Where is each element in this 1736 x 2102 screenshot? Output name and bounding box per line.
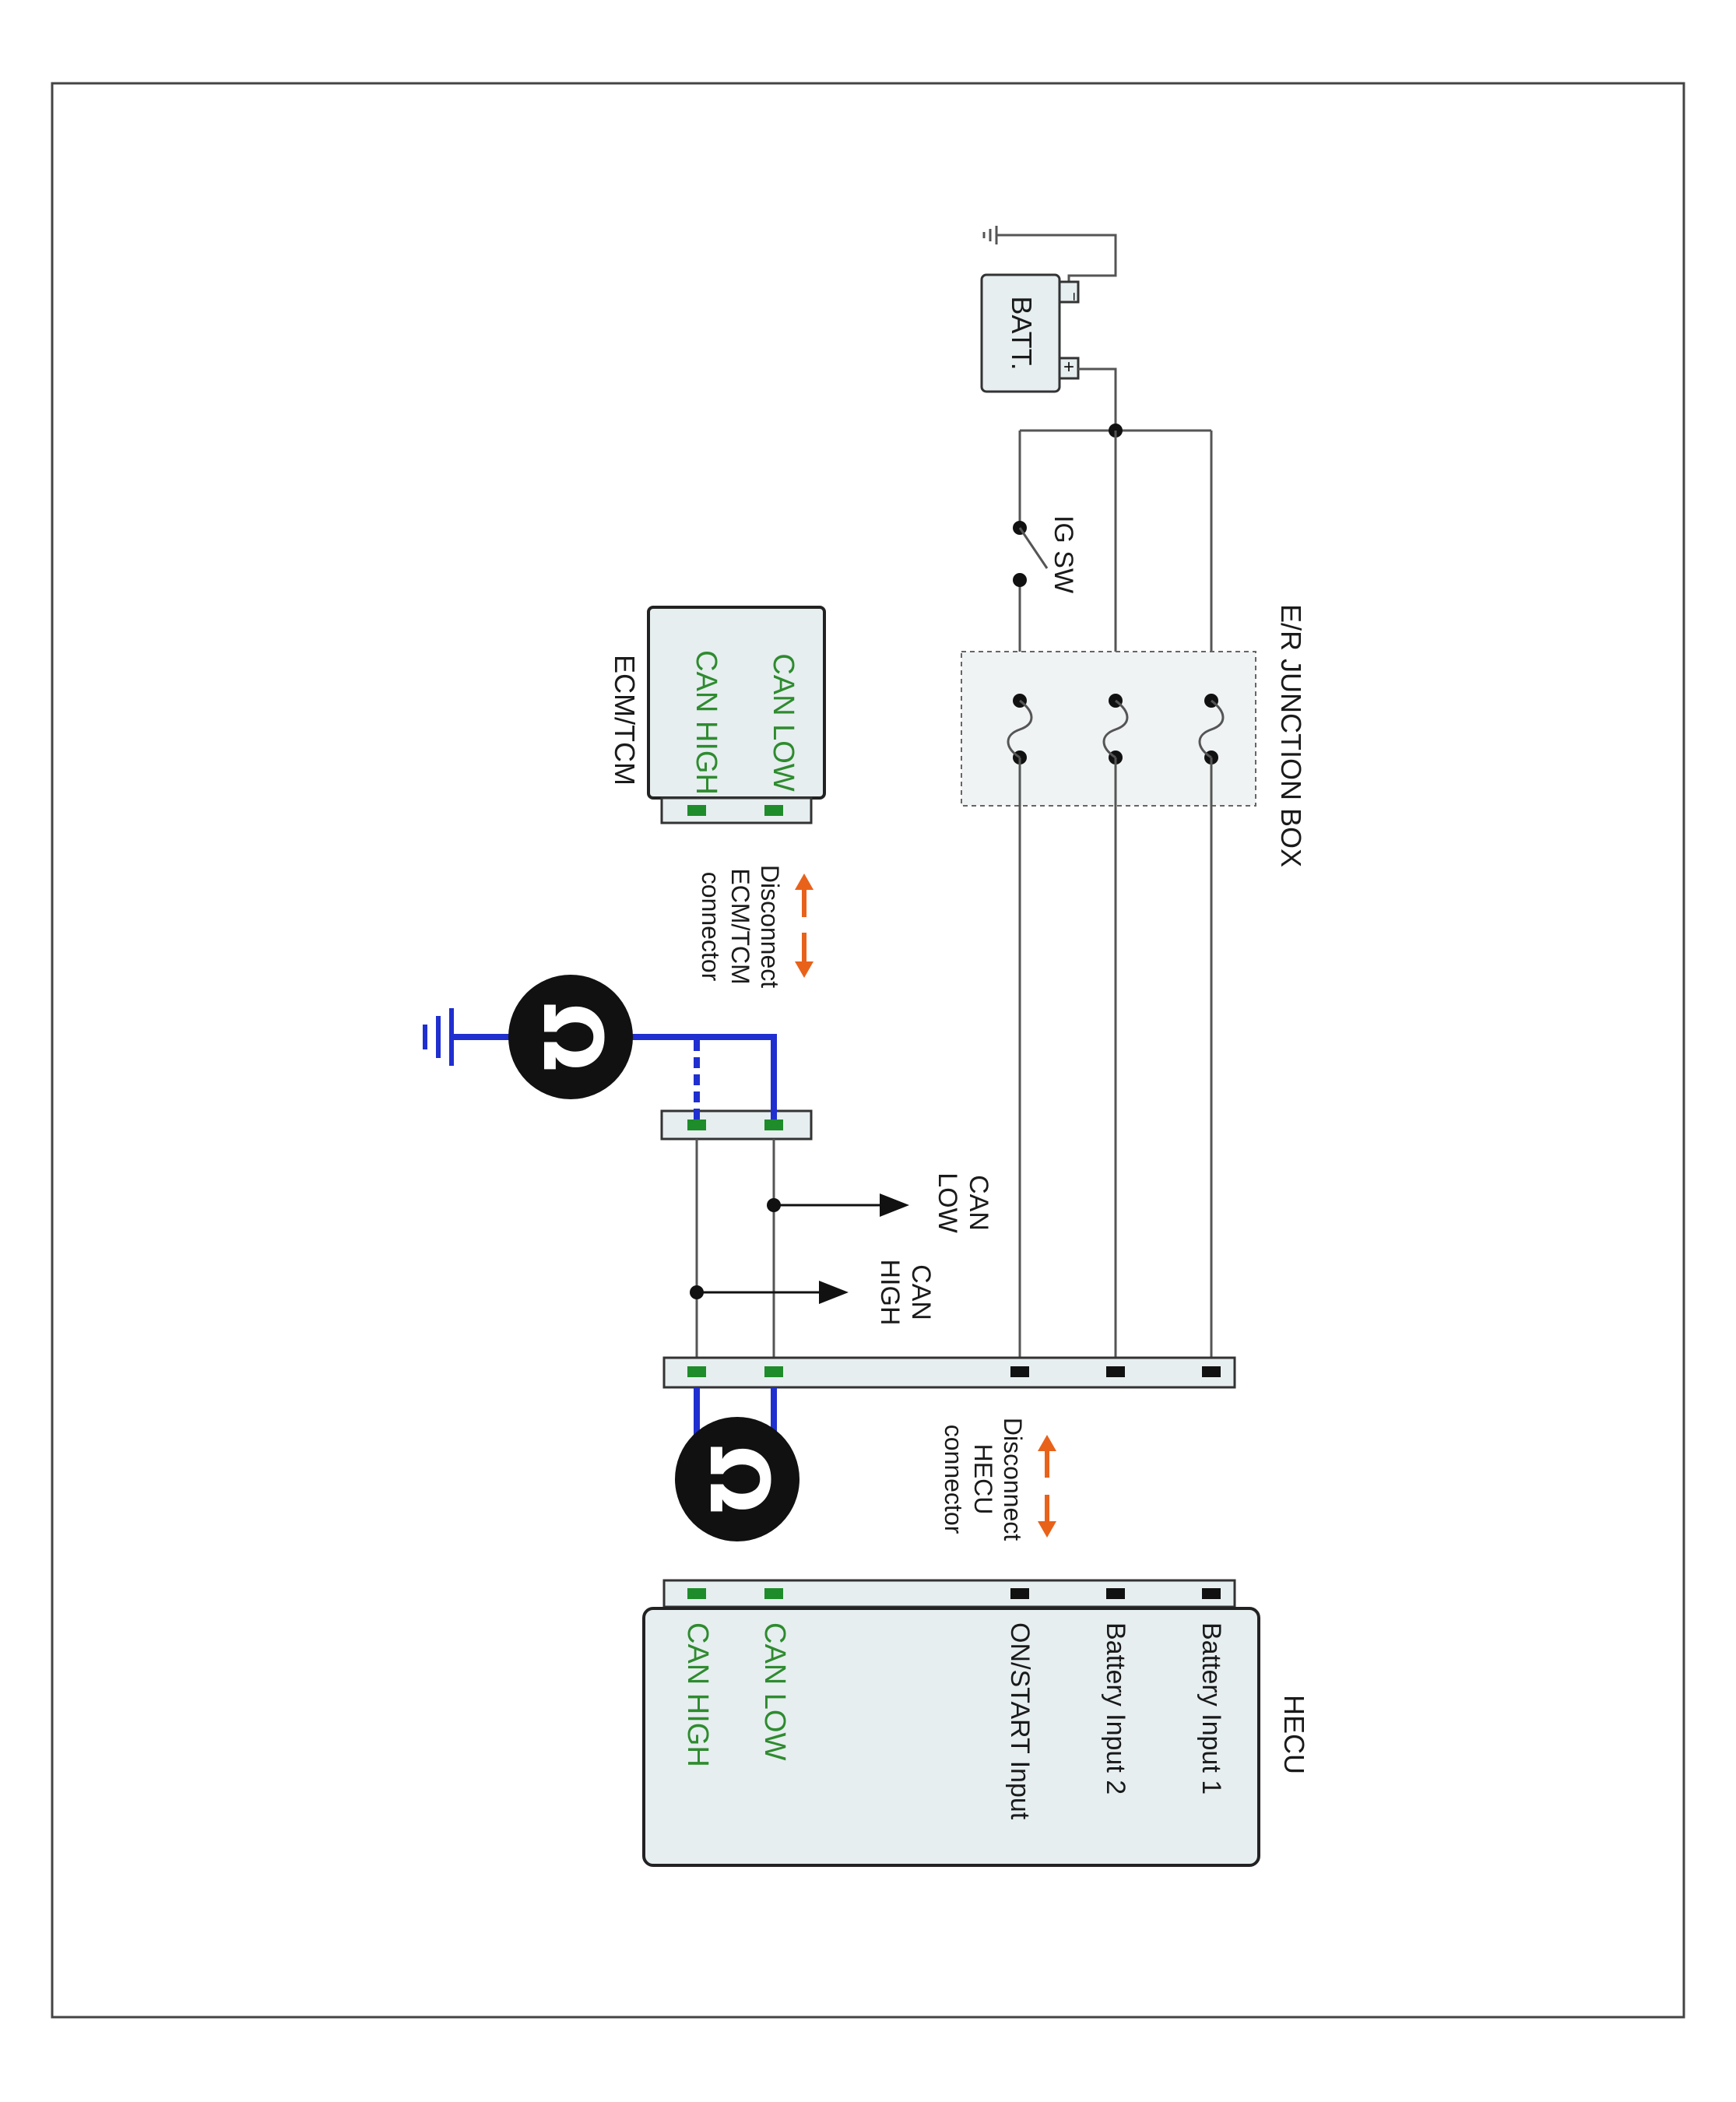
can-low-probe: CAN LOW: [767, 1172, 993, 1233]
svg-text:−: −: [1065, 292, 1082, 301]
svg-text:ECM/TCM: ECM/TCM: [726, 868, 754, 984]
svg-text:LOW: LOW: [933, 1172, 962, 1232]
feed-wires: [1018, 757, 1213, 1370]
ground-icon: [423, 1008, 454, 1066]
ignition-switch: IG SW: [1013, 515, 1078, 593]
disconnect-hecu-arrows: Disconnect HECU connector: [940, 1418, 1056, 1541]
battery: − + BATT.: [980, 226, 1117, 431]
junction-box-label: E/R JUNCTION BOX: [1275, 604, 1307, 867]
svg-text:Ω: Ω: [525, 1003, 620, 1071]
disconnect-ecm-arrows: Disconnect ECM/TCM connector: [697, 865, 814, 988]
ground-icon: [982, 226, 998, 244]
outer-frame: [51, 82, 1685, 2019]
svg-text:CAN: CAN: [906, 1264, 936, 1320]
hecu-module: HECU Battery Input 1 Battery Input 2 ON/…: [642, 1579, 1310, 1867]
ecm-tcm-label: ECM/TCM: [609, 655, 641, 786]
hecu-pin-on-start-input: ON/START Input: [1005, 1622, 1035, 1820]
hecu-harness-connector: [662, 1356, 1236, 1389]
svg-text:Ω: Ω: [691, 1445, 786, 1513]
hecu-side-ohmmeter: Ω: [675, 1387, 799, 1541]
ecm-tcm-module: CAN LOW CAN HIGH ECM/TCM: [609, 606, 826, 824]
junction-box: E/R JUNCTION BOX: [961, 604, 1307, 867]
svg-text:CAN: CAN: [964, 1175, 993, 1231]
svg-text:Disconnect: Disconnect: [999, 1418, 1027, 1541]
svg-text:connector: connector: [697, 872, 725, 982]
hecu-pin-can-high: CAN HIGH: [681, 1622, 714, 1767]
disconnect-ecm-label: Disconnect ECM/TCM connector: [697, 865, 784, 988]
can-high-probe: CAN HIGH: [690, 1260, 936, 1326]
hecu-pin-battery-input-2: Battery Input 2: [1101, 1622, 1130, 1794]
hecu-pin-can-low: CAN LOW: [758, 1622, 791, 1760]
ohmmeter-icon: Ω: [675, 1417, 799, 1541]
ecm-side-ohmmeter: Ω: [423, 975, 777, 1120]
svg-text:HIGH: HIGH: [875, 1260, 905, 1326]
hecu-label: HECU: [1278, 1695, 1310, 1774]
svg-text:HECU: HECU: [969, 1444, 997, 1515]
svg-text:Disconnect: Disconnect: [756, 865, 784, 988]
hecu-pin-battery-input-1: Battery Input 1: [1197, 1622, 1226, 1794]
ig-switch-label: IG SW: [1049, 515, 1078, 593]
ecm-pin-can-low: CAN LOW: [767, 653, 799, 791]
disconnect-hecu-label: Disconnect HECU connector: [940, 1418, 1027, 1541]
battery-label: BATT.: [1006, 296, 1038, 370]
svg-text:connector: connector: [940, 1425, 968, 1534]
ohmmeter-icon: Ω: [508, 975, 633, 1099]
ecm-harness-connector: [660, 1109, 813, 1141]
svg-text:+: +: [1063, 357, 1074, 378]
ecm-pin-can-high: CAN HIGH: [690, 650, 722, 795]
can-lines: [695, 1139, 775, 1370]
